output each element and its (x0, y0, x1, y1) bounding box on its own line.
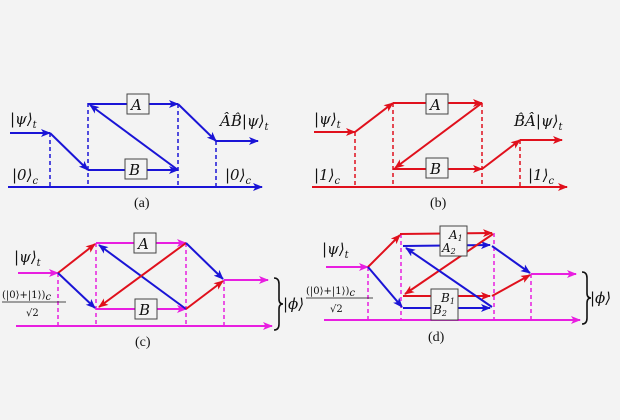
control-out-label: |1⟩c (528, 166, 554, 187)
input-state-label: |ψ⟩t (322, 240, 350, 261)
control-superposition-label: (|0⟩+|1⟩)c √2 (2, 290, 66, 319)
diagonal-up (354, 102, 394, 133)
operator-b1-label: B1 (440, 291, 455, 306)
blue-diagonal-out (491, 245, 531, 274)
blue-cross-diagonal (98, 244, 187, 310)
fraction-numerator: (|0⟩+|1⟩)c (306, 286, 355, 299)
red-diagonal-out (491, 274, 531, 297)
panel-a-boxes: A B (124, 93, 150, 180)
operator-box-a (439, 225, 468, 257)
output-brace (273, 277, 284, 331)
blue-cross-diagonal (405, 247, 493, 308)
blue-diagonal-down (57, 272, 96, 309)
input-state-label: |ψ⟩t (314, 110, 342, 131)
red-cross-diagonal (404, 233, 494, 295)
blue-diagonal-out (185, 242, 224, 280)
blue-diagonal-down (367, 266, 403, 308)
fraction-denominator: √2 (330, 304, 343, 315)
operator-a2-label: A2 (441, 241, 456, 256)
operator-box-b (430, 288, 459, 321)
operator-b-label: B (138, 301, 150, 319)
output-state-label: ÂB̂|ψ⟩t (218, 112, 270, 133)
control-state-label: |1⟩c (314, 166, 340, 187)
caption-c: (c) (135, 335, 151, 350)
red-diagonal-up (367, 234, 401, 268)
output-state-label: B̂Â|ψ⟩t (513, 112, 564, 133)
operator-box-a (126, 93, 150, 115)
diagonal-out (481, 139, 521, 170)
caption-b: (b) (430, 196, 447, 211)
caption-a: (a) (134, 196, 150, 211)
fraction-numerator: (|0⟩+|1⟩)c (2, 290, 51, 303)
caption-d: (d) (428, 330, 445, 345)
red-cross-diagonal (98, 242, 187, 308)
operator-box-b (124, 158, 148, 180)
control-state-label: |0⟩c (12, 166, 38, 187)
operator-box-b (425, 157, 449, 179)
operator-box-b (134, 298, 158, 320)
diagonal-down (49, 132, 89, 171)
panel-c (16, 239, 273, 330)
cross-diagonal (394, 102, 483, 169)
operator-a1-label: A1 (448, 228, 463, 243)
red-diagonal-up (57, 243, 96, 274)
operator-a-label: A (428, 96, 441, 114)
operator-b-label: B (429, 160, 441, 178)
diagonal-out (177, 103, 217, 142)
panel-d-boxes: A1 A2 B1 B2 (430, 225, 468, 321)
input-state-label: |ψ⟩t (10, 110, 38, 131)
red-diagonal-out (185, 280, 224, 310)
fraction-denominator: √2 (26, 308, 39, 319)
cross-diagonal (89, 104, 179, 171)
control-superposition-label: (|0⟩+|1⟩)c √2 (306, 286, 373, 315)
output-state-label: |ϕ⟩ (283, 295, 304, 313)
operator-b-label: B (128, 161, 140, 179)
input-state-label: |ψ⟩t (14, 248, 42, 269)
output-state-label: |ϕ⟩ (590, 289, 611, 307)
operator-a-label: A (136, 235, 149, 253)
control-out-label: |0⟩c (225, 166, 251, 187)
operator-box-a (133, 232, 157, 254)
output-brace (581, 271, 592, 325)
operator-a-label: A (129, 96, 142, 114)
panel-b (312, 99, 568, 191)
operator-box-a (425, 93, 449, 115)
operator-b2-label: B2 (432, 303, 447, 318)
panel-c-boxes: A B (133, 232, 158, 320)
panel-b-boxes: A B (425, 93, 449, 179)
